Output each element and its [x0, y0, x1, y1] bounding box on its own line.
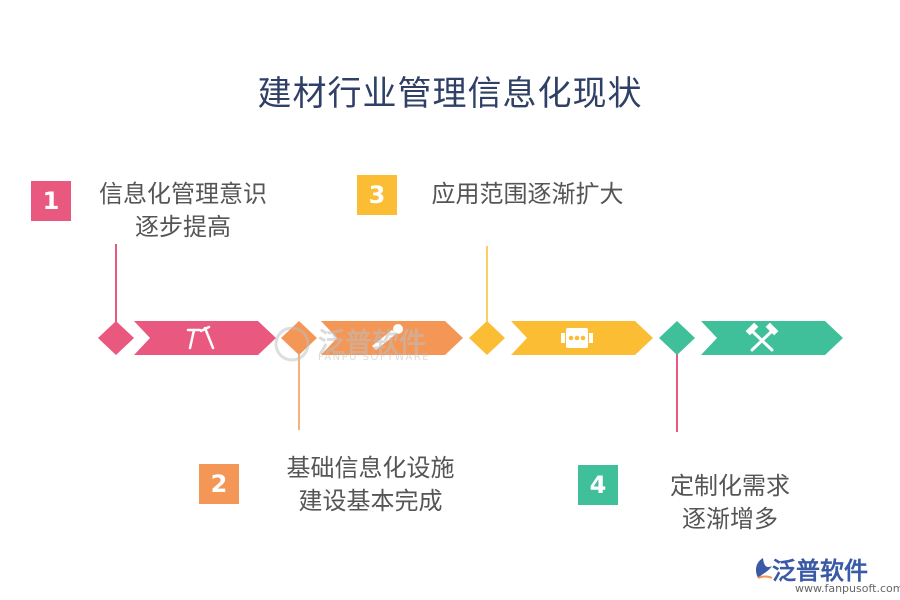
item-1-text: 信息化管理意识 逐步提高: [83, 178, 283, 244]
item-3-line1: 应用范围逐渐扩大: [431, 180, 624, 208]
item-1-line2: 逐步提高: [135, 213, 231, 241]
fanpu-logo-icon: [755, 558, 773, 579]
diamond-1: [98, 321, 134, 355]
chevron-1: [134, 321, 276, 355]
watermark-subtext: FANPU SOFTWARE: [318, 352, 431, 363]
watermark-text: 泛普软件: [318, 328, 426, 359]
chevron-4: [701, 321, 843, 355]
page-title: 建材行业管理信息化现状: [257, 74, 643, 114]
diamond-4: [659, 321, 695, 355]
item-4-line1: 定制化需求: [670, 472, 790, 500]
item-2-text: 基础信息化设施 建设基本完成: [268, 452, 473, 518]
item-4-line2: 逐渐增多: [682, 505, 778, 533]
hammer-cross-icon: [745, 322, 779, 352]
wrench-icon: [372, 324, 403, 350]
item-1-line1: 信息化管理意识: [99, 180, 267, 208]
tools-icon: [186, 325, 215, 350]
chevron-2: [321, 321, 463, 355]
item-4-text: 定制化需求 逐渐增多: [655, 470, 805, 536]
badge-4: 4: [578, 465, 618, 505]
fanpu-logo-url: www.fanpusoft.com: [795, 582, 900, 595]
fanpu-logo-text: 泛普软件: [772, 557, 868, 585]
diamond-3: [469, 321, 505, 355]
item-3-text: 应用范围逐渐扩大: [410, 178, 645, 211]
item-2-line1: 基础信息化设施: [286, 454, 455, 482]
badge-1: 1: [31, 181, 71, 221]
watermark-logo-icon: [274, 326, 310, 362]
badge-2: 2: [199, 464, 239, 504]
badge-3: 3: [357, 175, 397, 215]
traffic-light-icon: [561, 328, 593, 348]
item-2-line2: 建设基本完成: [298, 487, 443, 515]
